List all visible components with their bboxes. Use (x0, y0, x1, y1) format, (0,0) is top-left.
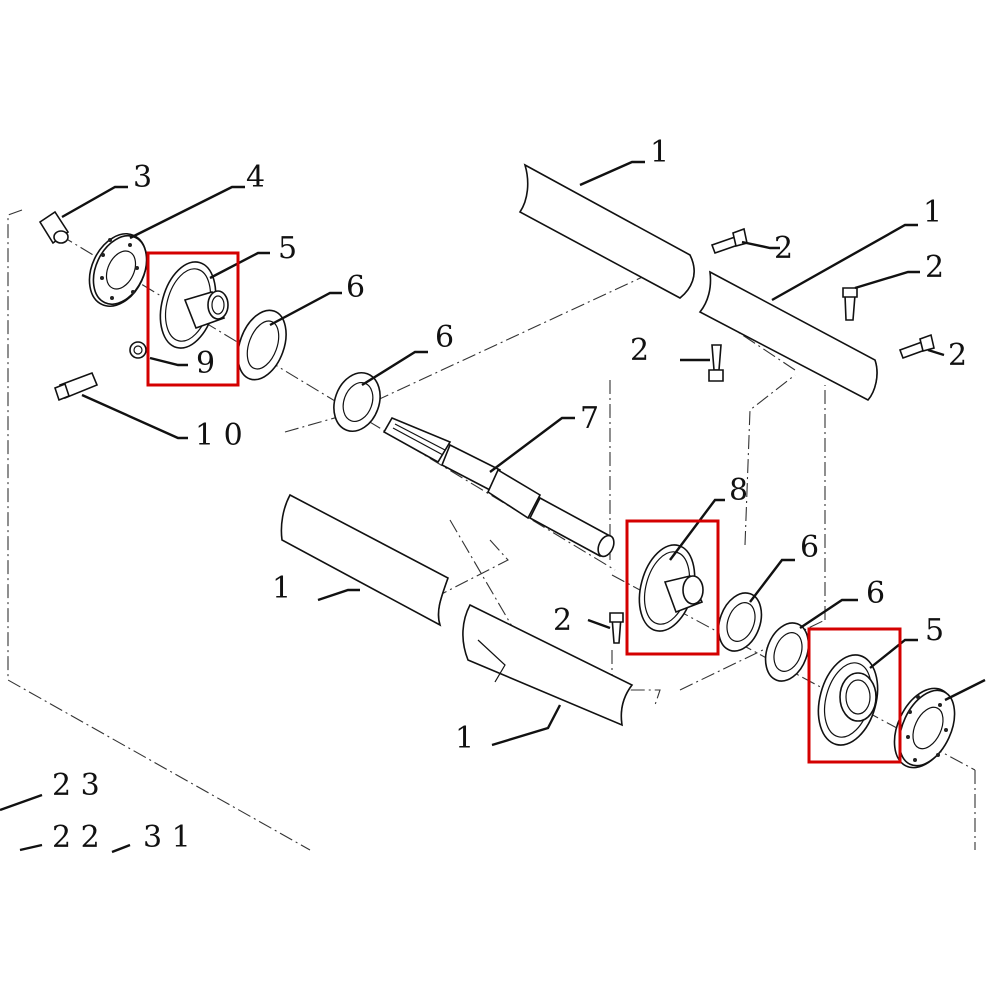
callout-6: 6 (800, 530, 819, 565)
screw-2-lower (609, 612, 624, 644)
callout-9: 9 (196, 346, 215, 381)
callout-2: 2 (630, 333, 649, 368)
screw-2-middle (708, 344, 724, 382)
sprocket-right (817, 654, 879, 746)
callout-8: 8 (729, 473, 748, 508)
washer-6-right-b (764, 622, 810, 682)
callout-7: 7 (580, 401, 599, 436)
assembly-centerlines (7, 209, 976, 851)
callout-labels: 1 1 1 1 2 2 2 2 2 3 4 5 5 6 6 6 6 7 8 9 … (52, 135, 967, 855)
cover-segment-lower-right (462, 603, 634, 727)
callout-10: 1 0 (195, 418, 243, 453)
bolt-part-left (54, 371, 99, 402)
leader-lines (0, 160, 986, 854)
highlight-box-sprocket-right (807, 627, 902, 764)
nut-part (129, 341, 147, 359)
screw-2-right-horizontal (898, 333, 935, 360)
sprocket-left (159, 261, 229, 349)
callout-31: 3 1 (143, 820, 191, 855)
screw-2-upper (710, 227, 748, 255)
callout-22: 2 2 (52, 820, 100, 855)
cover-segment-upper-right (698, 270, 878, 402)
screw-2-right-vertical (842, 287, 858, 321)
callout-3: 3 (133, 160, 152, 195)
callout-1: 1 (272, 571, 291, 606)
highlight-box-sprocket-middle (625, 519, 720, 656)
callout-6: 6 (435, 320, 454, 355)
callout-5: 5 (278, 231, 297, 266)
callout-6: 6 (866, 576, 885, 611)
sprocket-middle (638, 544, 704, 632)
washer-6-right-a (717, 592, 763, 652)
flange-plate-left (88, 233, 148, 307)
washer-6-middle (333, 372, 381, 432)
washer-6-upper (237, 309, 287, 381)
callout-1: 1 (923, 195, 942, 230)
callout-2: 2 (948, 338, 967, 373)
cover-segment-lower-left (280, 493, 449, 627)
callout-2: 2 (774, 231, 793, 266)
callout-23: 2 3 (52, 768, 100, 803)
callout-4: 4 (246, 160, 265, 195)
highlight-box-sprocket-left (146, 251, 240, 387)
callout-1: 1 (650, 135, 669, 170)
flange-plate-right (893, 687, 956, 769)
callout-6: 6 (346, 270, 365, 305)
bushing-part (38, 210, 70, 245)
callout-1: 1 (455, 721, 474, 756)
cover-segment-upper-left (518, 163, 695, 299)
callout-5: 5 (925, 613, 944, 648)
callout-2: 2 (925, 250, 944, 285)
highlight-boxes (146, 251, 902, 764)
shaft-part (382, 416, 615, 558)
callout-2: 2 (553, 603, 572, 638)
